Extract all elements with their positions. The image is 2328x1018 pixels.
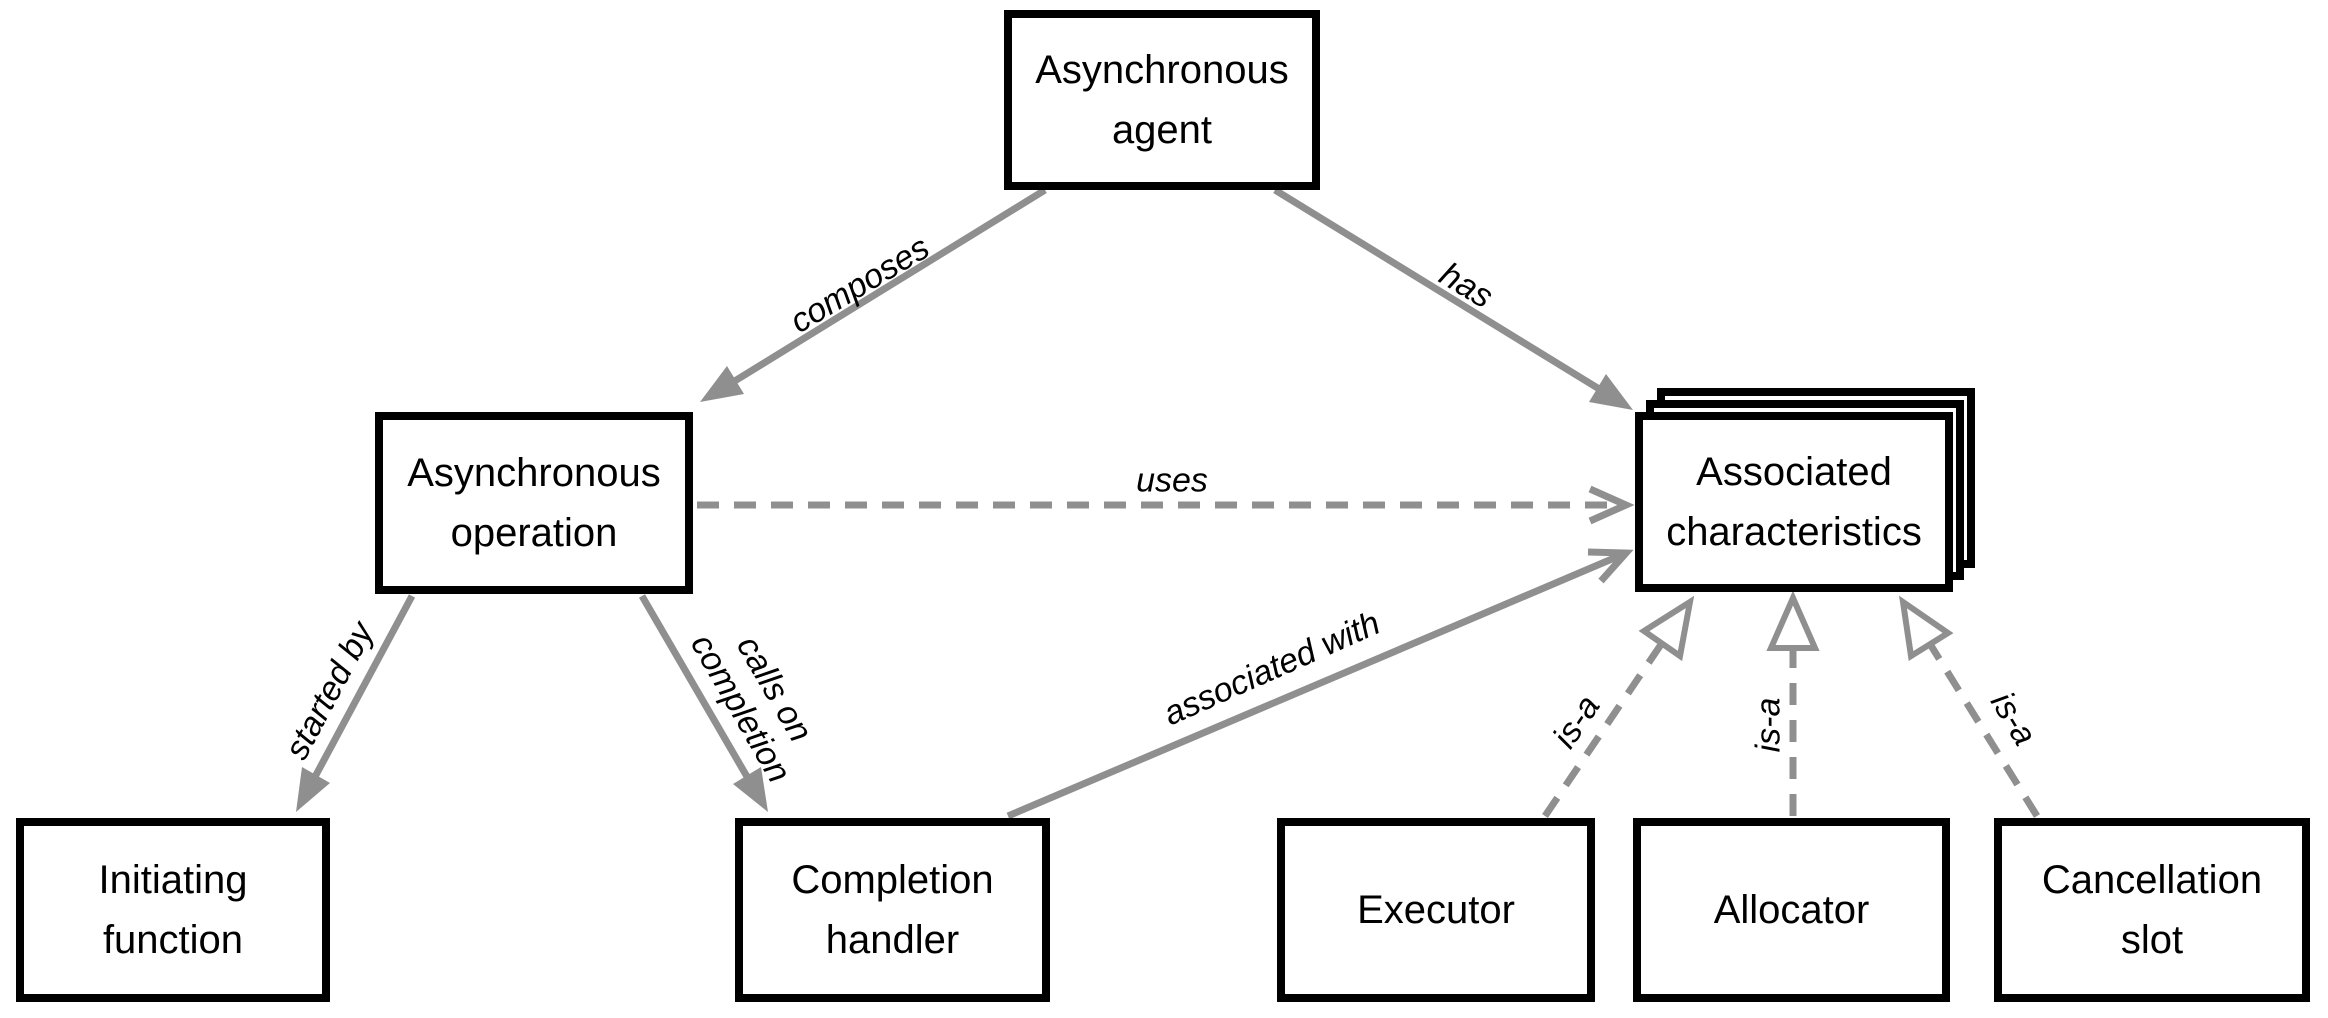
edge-calls-on-completion bbox=[638, 594, 768, 812]
edge-associated-with bbox=[1006, 548, 1634, 820]
edge-is-a-cancellation-slot bbox=[1899, 595, 2040, 818]
node-associated-characteristics: Associated characteristics bbox=[1635, 412, 1953, 592]
arrowhead-hollow-triangle-icon bbox=[1766, 590, 1820, 651]
arrowhead-hollow-triangle-icon bbox=[1899, 595, 1954, 661]
node-initiating-function: Initiating function bbox=[16, 818, 330, 1002]
edge-line bbox=[1273, 187, 1624, 406]
edge-is-a-allocator bbox=[1766, 590, 1820, 816]
edge-line bbox=[298, 594, 416, 803]
edge-has bbox=[1273, 187, 1633, 410]
edge-is-a-executor bbox=[1542, 595, 1695, 818]
arrowhead-filled-icon bbox=[733, 767, 768, 812]
edge-line bbox=[638, 594, 764, 801]
node-allocator: Allocator bbox=[1633, 818, 1950, 1002]
edge-label-is-a-allocator: is-a bbox=[1749, 697, 1788, 753]
edge-line bbox=[1006, 549, 1628, 820]
arrowhead-hollow-triangle-icon bbox=[1638, 595, 1695, 662]
node-asynchronous-agent: Asynchronous agent bbox=[1004, 10, 1320, 190]
node-cancellation-slot: Cancellation slot bbox=[1994, 818, 2310, 1002]
arrowhead-filled-icon bbox=[296, 767, 330, 812]
edge-uses bbox=[697, 485, 1635, 525]
node-executor: Executor bbox=[1277, 818, 1595, 1002]
edge-started-by bbox=[296, 594, 416, 812]
arrowhead-open-icon bbox=[1588, 485, 1635, 525]
edge-composes bbox=[700, 187, 1047, 402]
node-completion-handler: Completion handler bbox=[735, 818, 1050, 1002]
node-asynchronous-operation: Asynchronous operation bbox=[375, 412, 693, 594]
edge-line bbox=[1927, 642, 2040, 818]
edge-label-uses: uses bbox=[1136, 461, 1208, 500]
edge-line bbox=[710, 187, 1047, 398]
arrowhead-open-icon bbox=[1587, 548, 1634, 584]
arrowhead-filled-icon bbox=[1589, 374, 1633, 410]
arrowhead-filled-icon bbox=[700, 366, 744, 402]
